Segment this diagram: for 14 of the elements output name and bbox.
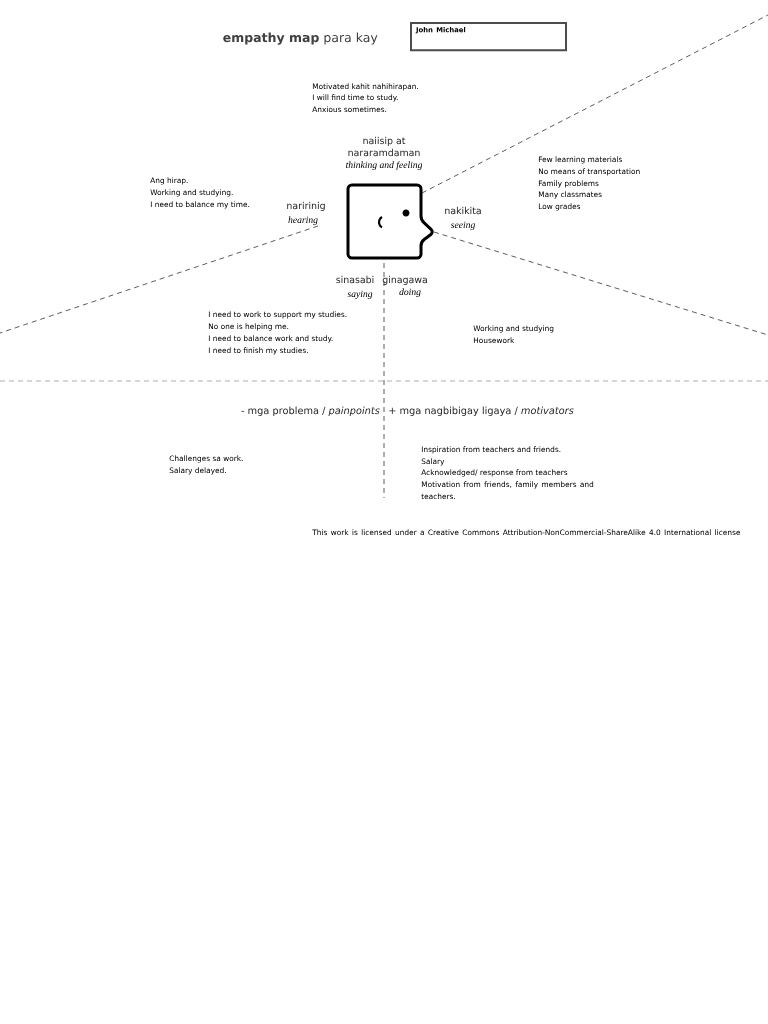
section-label: thinking and feeling [346, 161, 423, 171]
section-label: hearing [288, 216, 318, 226]
title: empathy map para kay [223, 32, 378, 45]
section-label: ginagawa [382, 275, 427, 285]
section-heading: - mga problema / painpoints [241, 406, 380, 417]
section-label: nakikita [445, 206, 481, 215]
section-label: saying [347, 290, 373, 300]
section-heading: + mga nagbibigay ligaya / motivators [389, 406, 574, 417]
section-label: seeing [450, 221, 475, 231]
section-label: nararamdaman [348, 148, 420, 157]
section-label: naiisip at [363, 136, 406, 146]
section-label: naririnig [287, 201, 325, 211]
section-label: doing [399, 288, 421, 298]
section-label: sinasabi [336, 275, 374, 284]
